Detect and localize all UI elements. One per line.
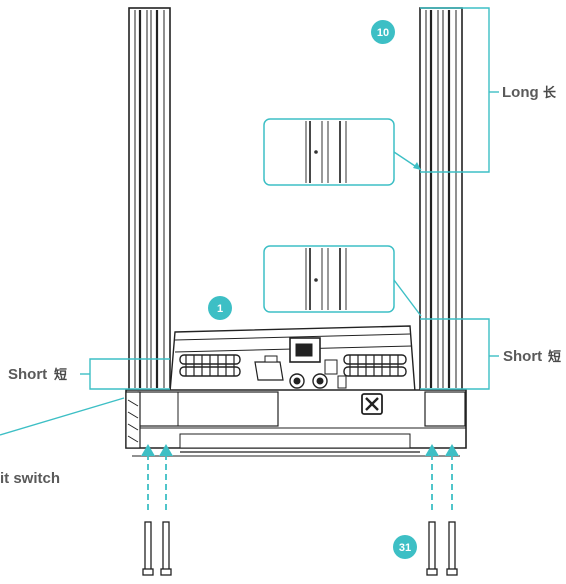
long-label: Long	[502, 84, 539, 101]
long-label-cn: 长	[543, 85, 557, 101]
svg-text:31: 31	[399, 542, 411, 554]
short-label-left: Short	[8, 366, 47, 383]
part-badge-10: 10	[371, 20, 395, 44]
zoom-callout-top	[263, 118, 422, 186]
svg-text:1: 1	[217, 303, 223, 315]
limit-switch-leader	[0, 397, 125, 436]
long-bracket	[420, 7, 499, 173]
right-upright-extrusion	[419, 7, 463, 391]
printer-base	[125, 389, 467, 457]
short-label-left-cn: 短	[54, 367, 67, 383]
short-bracket-left	[80, 358, 170, 390]
part-badge-1: 1	[208, 296, 232, 320]
short-bracket-right	[420, 318, 499, 390]
zoom-callout-bottom	[263, 245, 422, 317]
screws	[142, 521, 458, 576]
x-logo-icon	[361, 393, 383, 415]
short-label-right: Short	[503, 348, 542, 365]
svg-text:10: 10	[377, 27, 389, 39]
screw-arrows	[141, 444, 459, 510]
gantry-assembly	[169, 325, 416, 393]
limit-switch-label: it switch	[0, 470, 60, 487]
left-upright-extrusion	[128, 7, 171, 391]
part-badge-31: 31	[393, 535, 417, 559]
short-label-right-cn: 短	[548, 349, 561, 365]
